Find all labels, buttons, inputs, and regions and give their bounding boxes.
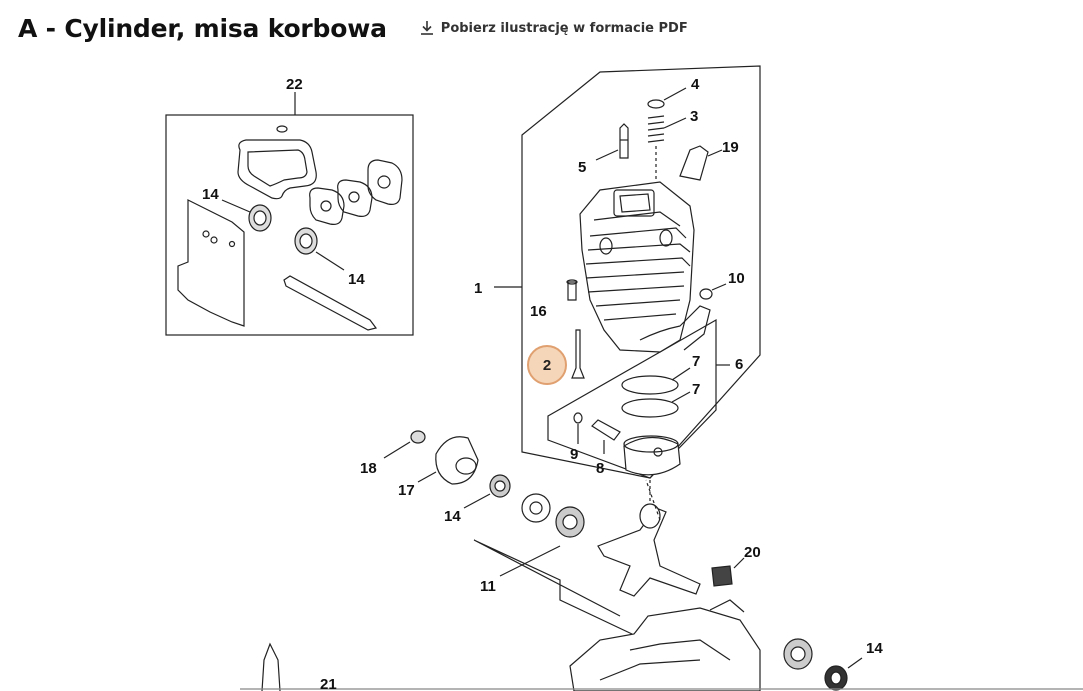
label-part-14-kit: 14 bbox=[348, 271, 365, 288]
label-part-14-top-left: 14 bbox=[202, 186, 219, 203]
cylinder-group-outline bbox=[521, 65, 761, 479]
download-pdf-label: Pobierz ilustrację w formacie PDF bbox=[440, 20, 688, 36]
download-icon bbox=[420, 21, 433, 35]
label-part-19: 19 bbox=[722, 139, 739, 156]
highlighted-part-2-marker[interactable]: 2 bbox=[527, 345, 567, 385]
label-part-4: 4 bbox=[691, 76, 700, 93]
label-part-14-drum: 14 bbox=[444, 508, 461, 525]
gasket-kit-box bbox=[165, 114, 414, 336]
label-part-2: 2 bbox=[543, 357, 551, 374]
label-part-20: 20 bbox=[744, 544, 761, 561]
label-part-16: 16 bbox=[530, 303, 547, 320]
label-part-14-right: 14 bbox=[866, 640, 883, 657]
label-part-6: 6 bbox=[735, 356, 743, 373]
label-part-18: 18 bbox=[360, 460, 377, 477]
label-part-8: 8 bbox=[596, 460, 604, 477]
page-title: A - Cylinder, misa korbowa bbox=[18, 13, 387, 43]
label-part-7-lower: 7 bbox=[692, 381, 700, 398]
label-part-21: 21 bbox=[320, 676, 337, 691]
label-part-1: 1 bbox=[474, 280, 482, 297]
label-part-7-upper: 7 bbox=[692, 353, 700, 370]
download-pdf-link[interactable]: Pobierz ilustrację w formacie PDF bbox=[419, 19, 688, 37]
label-part-17: 17 bbox=[398, 482, 415, 499]
label-part-3: 3 bbox=[690, 108, 698, 125]
label-part-22: 22 bbox=[286, 76, 303, 93]
label-part-10: 10 bbox=[728, 270, 745, 287]
label-part-5: 5 bbox=[578, 159, 586, 176]
label-part-9: 9 bbox=[570, 446, 578, 463]
label-part-11: 11 bbox=[480, 578, 496, 595]
cylinder bbox=[579, 181, 711, 353]
page-header: A - Cylinder, misa korbowa Pobierz ilust… bbox=[18, 10, 688, 46]
